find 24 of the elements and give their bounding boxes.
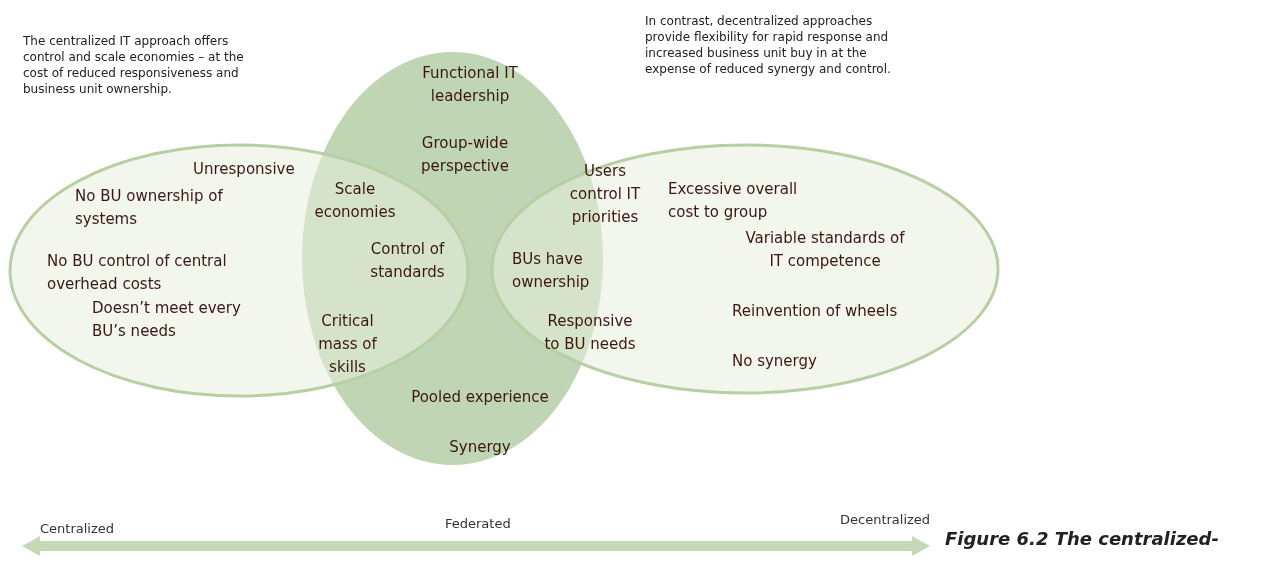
ellipse-label: Unresponsive — [193, 159, 296, 180]
figure-caption: Figure 6.2 The centralized- — [945, 528, 1219, 549]
ellipse-label: Doesn’t meet every BU’s needs — [92, 298, 242, 342]
overlap-label: Control of standards — [369, 239, 446, 283]
ellipse-label: Reinvention of wheels — [732, 301, 899, 322]
scale-label: Decentralized — [840, 512, 931, 527]
ellipse-label: No BU ownership of systems — [75, 186, 224, 230]
ellipse-label: Pooled experience — [410, 387, 550, 408]
ellipse-label: No synergy — [732, 351, 818, 372]
ellipse-label: Synergy — [448, 437, 512, 458]
ellipse-label: Functional IT leadership — [421, 63, 519, 107]
scale-label: Federated — [445, 516, 511, 531]
annotation-note: In contrast, decentralized approaches provide flexibility for rapid response and increased business unit buy in at the expense of reduced synergy and control. — [645, 13, 892, 77]
overlap-label: BUs have ownership — [512, 249, 591, 293]
overlap-label: Users control IT priorities — [568, 161, 642, 228]
ellipse-label: Group-wide perspective — [420, 133, 510, 177]
scale-label: Centralized — [40, 521, 115, 536]
ellipse-label: Variable standards of IT competence — [745, 228, 905, 272]
overlap-label: Scale economies — [313, 179, 397, 223]
annotation-note: The centralized IT approach offers control and scale economies – at the cost of reduced responsiveness and business unit ownership. — [23, 33, 245, 97]
ellipse-label: Excessive overall cost to group — [668, 179, 799, 223]
overlap-label: Critical mass of skills — [317, 311, 378, 378]
overlap-label: Responsive to BU needs — [543, 311, 637, 355]
ellipse-label: No BU control of central overhead costs — [47, 251, 228, 295]
